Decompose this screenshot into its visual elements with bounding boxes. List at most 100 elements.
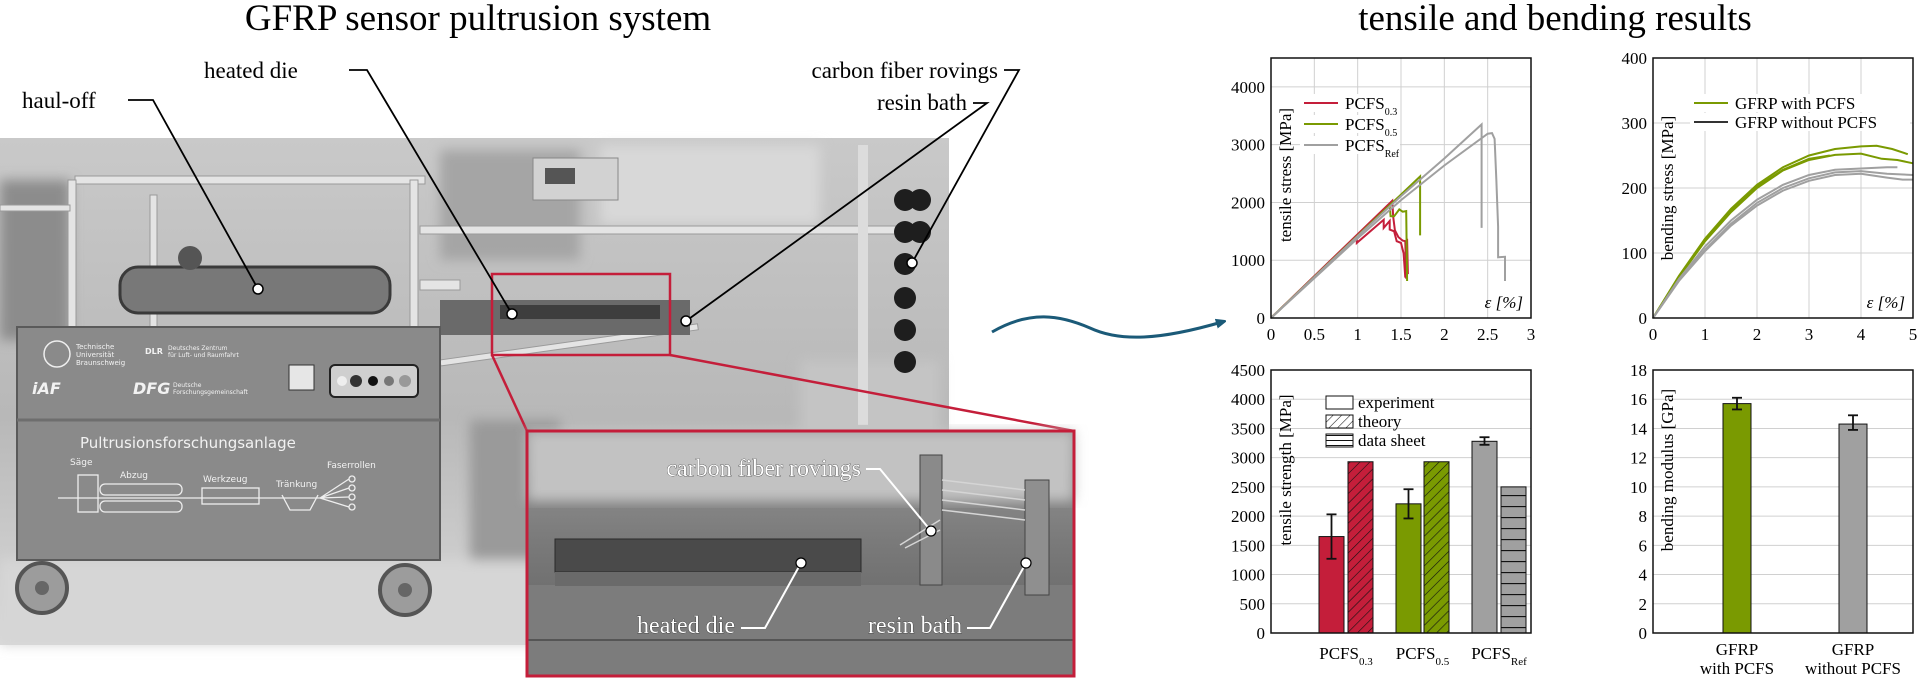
logo-tu-braunschweig: Technische Universität Braunschweig — [43, 340, 125, 368]
legend-main: PCFS — [1345, 136, 1385, 155]
controller-box — [532, 157, 619, 201]
series-line — [1270, 217, 1409, 319]
legend-label: experiment — [1358, 393, 1435, 412]
callout-dot-carbon-fiber-rovings — [906, 257, 918, 269]
legend-bg — [1300, 136, 1400, 154]
label-carbon-fiber-rovings: carbon fiber rovings — [812, 58, 999, 83]
y-tick-label: 200 — [1622, 179, 1648, 198]
x-tick-label: 0 — [1267, 325, 1276, 344]
y-tick-label: 2000 — [1231, 193, 1265, 212]
series-line — [1652, 154, 1830, 319]
inset-label-resin-bath: resin bath — [868, 613, 962, 639]
bar-experiment — [1395, 503, 1422, 634]
x-axis-label: ε [%] — [1867, 293, 1905, 312]
label-haul-off: haul-off — [22, 88, 96, 113]
series-line — [1652, 166, 1898, 319]
x-axis-label: ε [%] — [1485, 293, 1523, 312]
svg-text:iAF: iAF — [32, 379, 61, 398]
wavy-arrow-icon — [991, 315, 1222, 339]
y-tick-label: 18 — [1630, 361, 1647, 380]
inset-callout-dot-heated-die — [795, 557, 807, 569]
category-label: PCFS0.3 — [1319, 644, 1373, 668]
legend-bg — [1690, 94, 1910, 112]
svg-text:Technische: Technische — [75, 343, 114, 351]
step-werkzeug: Werkzeug — [203, 475, 248, 485]
motor — [178, 246, 202, 270]
inset-callout-line-heated-die — [741, 562, 802, 629]
y-tick-label: 3500 — [1231, 419, 1265, 438]
legend-swatch — [1325, 395, 1354, 410]
x-tick-label: 0.5 — [1304, 325, 1325, 344]
photo-callouts: haul-off heated die carbon fiber rovings… — [22, 58, 1021, 327]
inset-label-heated-die: heated die — [637, 613, 735, 639]
step-saege: Säge — [70, 458, 93, 468]
svg-text:DLR: DLR — [145, 347, 163, 356]
step-faserrollen: Faserrollen — [327, 461, 376, 471]
callout-dot-haul-off — [252, 283, 264, 295]
y-tick-label: 300 — [1622, 114, 1648, 133]
bar-data-sheet — [1500, 486, 1527, 634]
legend-label: GFRP without PCFS — [1735, 113, 1877, 132]
roving-spools — [894, 189, 931, 373]
callout-line-haul-off — [128, 99, 259, 290]
x-tick-label: 3 — [1527, 325, 1536, 344]
inset-blur-top — [527, 431, 1074, 501]
y-tick-label: 4 — [1639, 566, 1648, 585]
y-tick-label: 12 — [1630, 449, 1647, 468]
x-tick-label: 2.5 — [1477, 325, 1498, 344]
y-tick-label: 1000 — [1231, 566, 1265, 585]
svg-text:Forschungsgemeinschaft: Forschungsgemeinschaft — [173, 389, 249, 396]
machine-name: Pultrusionsforschungsanlage — [80, 434, 296, 452]
y-tick-label: 6 — [1639, 536, 1648, 555]
control-panel — [288, 364, 419, 398]
y-tick-label: 2 — [1639, 595, 1648, 614]
series-line — [1270, 132, 1506, 319]
x-tick-label: 3 — [1805, 325, 1814, 344]
inset-heated-die — [554, 538, 862, 573]
plot-frame — [1652, 369, 1914, 634]
label-resin-bath: resin bath — [877, 90, 968, 115]
legend-main: GFRP without PCFS — [1735, 113, 1877, 132]
legend-bg — [1300, 94, 1400, 112]
roving-rack — [858, 145, 868, 425]
inset-label-carbon-fiber-rovings: carbon fiber rovings — [666, 456, 861, 482]
logo-iaf: iAF — [32, 379, 61, 398]
highlight-rectangle — [490, 272, 672, 357]
legend-subscript: 0.5 — [1385, 128, 1398, 139]
callout-line-heated-die — [349, 69, 513, 315]
x-tick-label: 4 — [1857, 325, 1866, 344]
category-main: PCFS — [1471, 644, 1511, 663]
legend-swatch — [1325, 414, 1354, 429]
y-tick-label: 0 — [1639, 309, 1648, 328]
category-label-line2: without PCFS — [1805, 659, 1901, 678]
label-heated-die: heated die — [204, 58, 298, 83]
category-label-line2: with PCFS — [1700, 659, 1774, 678]
machine-photo: Technische Universität Braunschweig DLR … — [0, 138, 949, 645]
legend-label: data sheet — [1358, 431, 1426, 450]
bar-theory — [1347, 461, 1374, 634]
y-tick-label: 100 — [1622, 244, 1648, 263]
y-tick-label: 2500 — [1231, 478, 1265, 497]
legend-main: PCFS — [1345, 115, 1385, 134]
plot-frame — [1270, 369, 1532, 634]
legend-label: GFRP with PCFS — [1735, 94, 1855, 113]
legend-label: theory — [1358, 412, 1402, 431]
x-tick-label: 2 — [1440, 325, 1449, 344]
inset-die-base — [555, 572, 861, 586]
y-tick-label: 400 — [1622, 49, 1648, 68]
legend-swatch — [1325, 433, 1354, 448]
category-label-line1: GFRP — [1716, 640, 1759, 659]
controller-display — [545, 168, 575, 184]
right-title: tensile and bending results — [1358, 0, 1752, 39]
legend-main: PCFS — [1345, 94, 1385, 113]
category-label: PCFS0.5 — [1396, 644, 1450, 668]
x-tick-label: 1 — [1701, 325, 1710, 344]
logo-dlr: DLR Deutsches Zentrum für Luft- und Raum… — [145, 345, 240, 359]
category-main: PCFS — [1319, 644, 1359, 663]
category-subscript: 0.5 — [1435, 656, 1449, 668]
y-axis-label: bending stress [MPa] — [1658, 116, 1677, 260]
category-subscript: 0.3 — [1359, 656, 1373, 668]
x-tick-label: 2 — [1753, 325, 1762, 344]
